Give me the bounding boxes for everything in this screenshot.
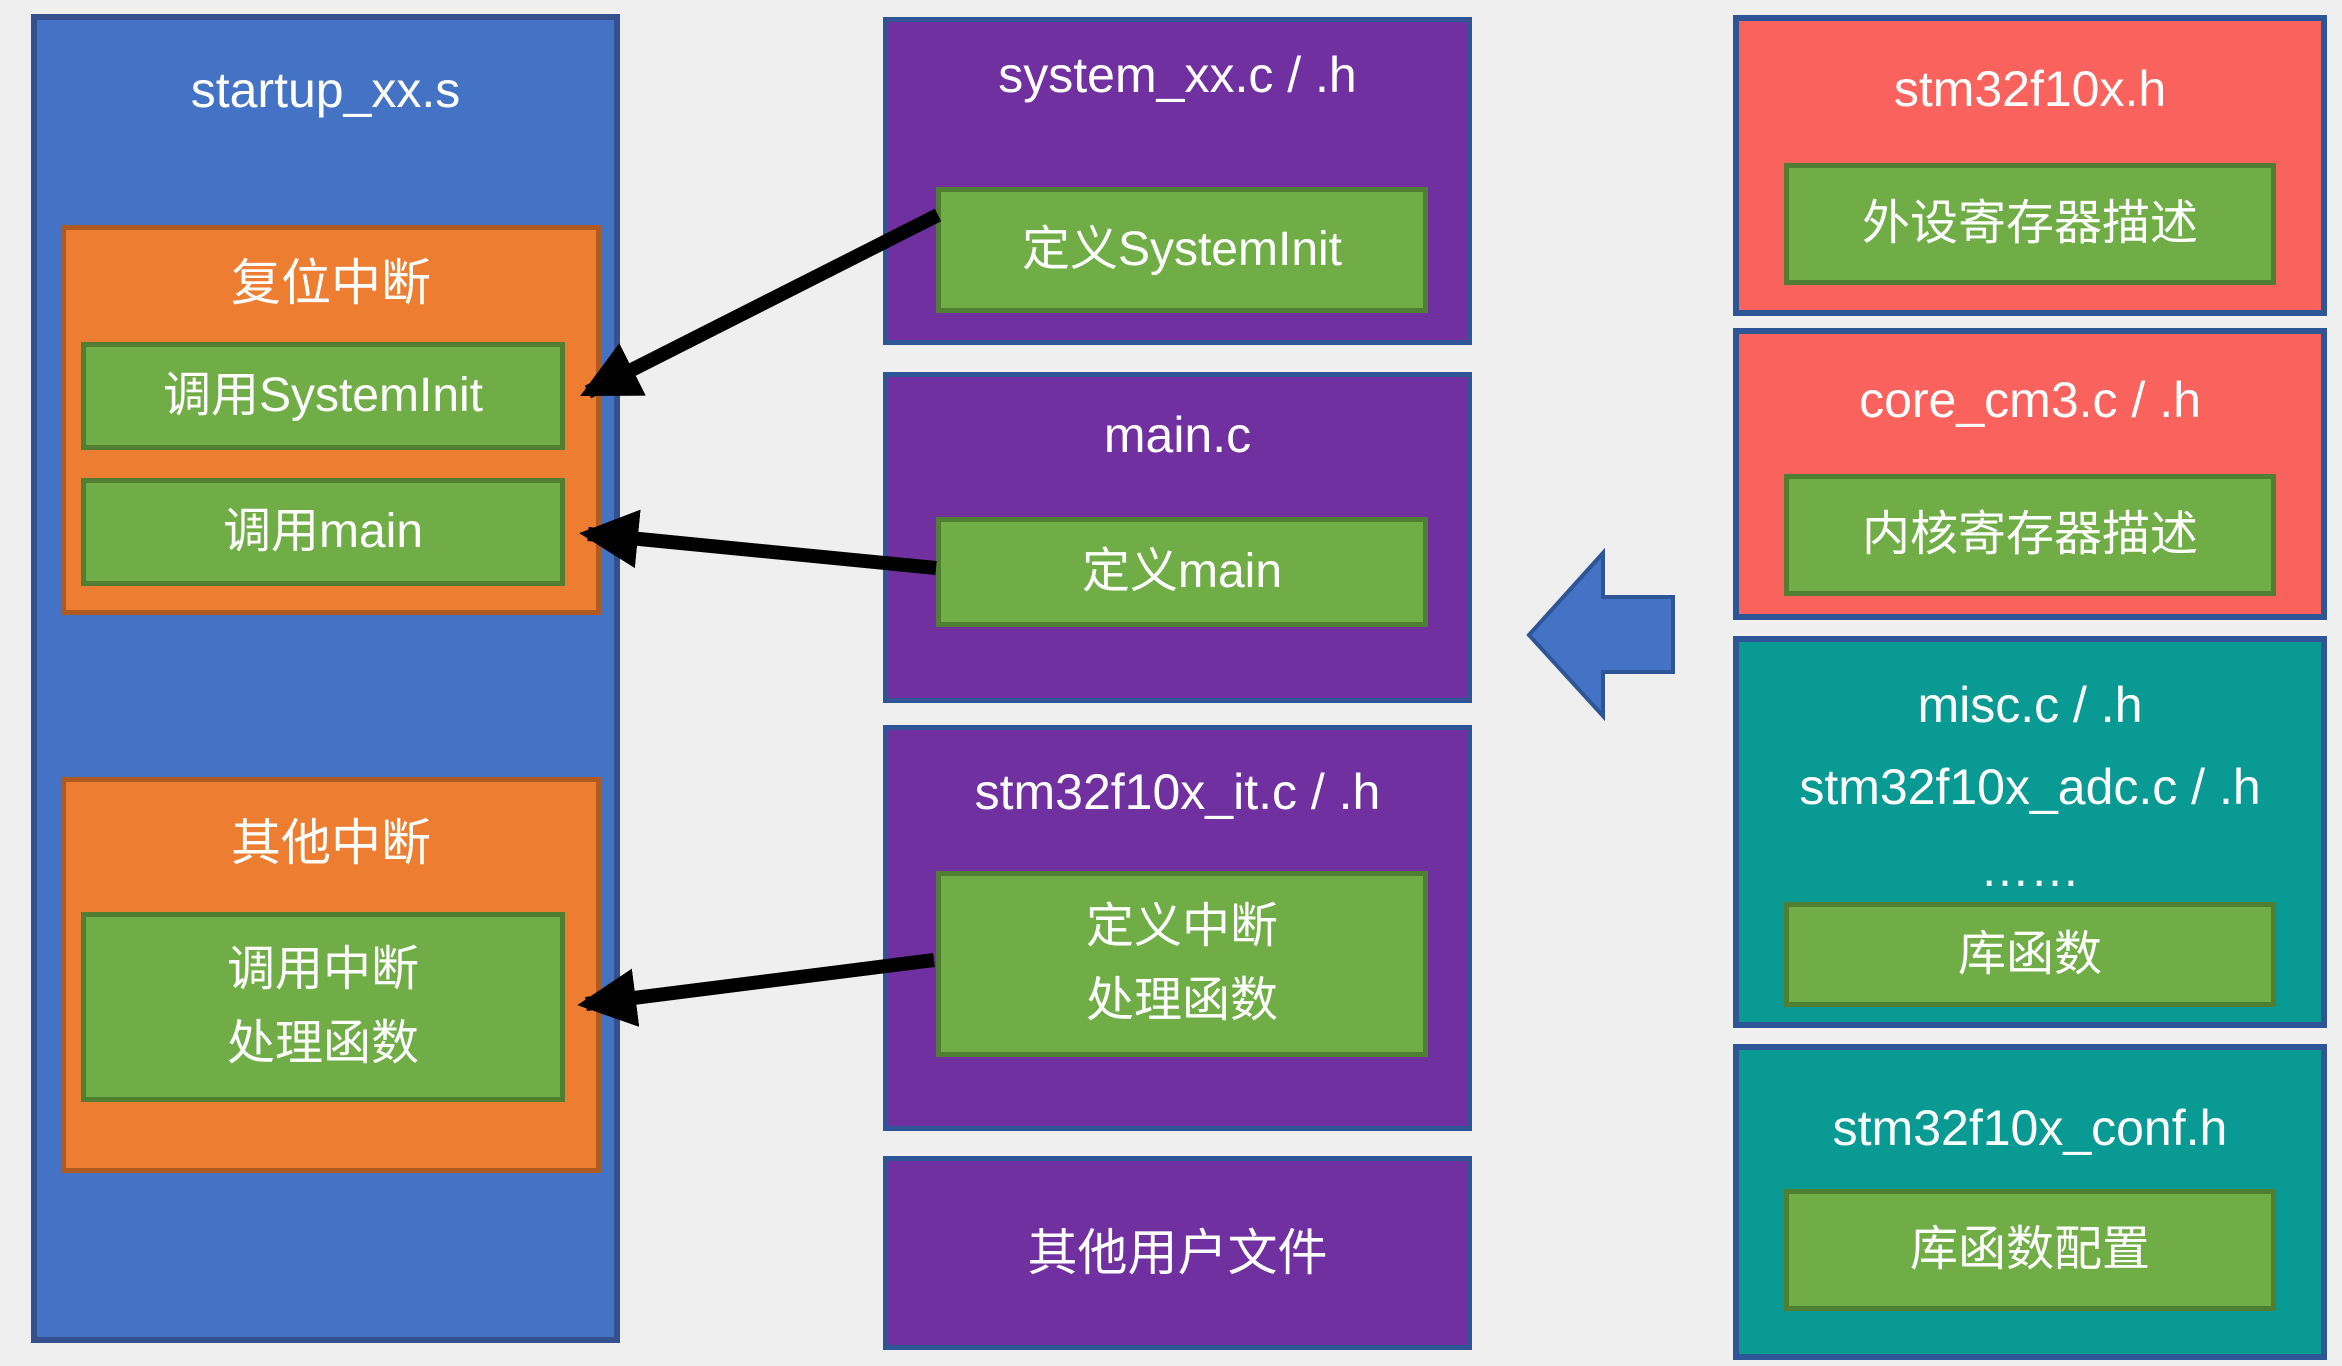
call-it-handler-line1: 调用中断	[226, 943, 419, 996]
library-files-title-line2: stm32f10x_adc.c / .h	[1799, 759, 2261, 815]
reset-interrupt-title: 复位中断	[231, 255, 431, 311]
define-main-item: 定义main	[936, 517, 1428, 627]
define-main-label: 定义main	[1081, 545, 1283, 598]
library-config-item: 库函数配置	[1784, 1189, 2276, 1311]
other-user-files-title: 其他用户文件	[1027, 1225, 1328, 1281]
startup-file-box: startup_xx.s 复位中断 调用SystemInit 调用main 其他…	[31, 14, 620, 1343]
reset-interrupt-group: 复位中断 调用SystemInit 调用main	[61, 225, 601, 615]
conf-header-title: stm32f10x_conf.h	[1832, 1100, 2228, 1156]
stm32f10x-header-title: stm32f10x.h	[1893, 61, 2167, 117]
conf-header-box: stm32f10x_conf.h 库函数配置	[1733, 1044, 2327, 1360]
library-files-title-line1: misc.c / .h	[1917, 677, 2143, 733]
call-systeminit-item: 调用SystemInit	[81, 342, 565, 450]
call-systeminit-label: 调用SystemInit	[162, 369, 484, 422]
core-cm3-box: core_cm3.c / .h 内核寄存器描述	[1733, 328, 2327, 620]
define-it-handler-line2: 处理函数	[1085, 974, 1278, 1027]
other-interrupt-group: 其他中断 调用中断 处理函数	[61, 777, 601, 1173]
it-file-box: stm32f10x_it.c / .h 定义中断 处理函数	[883, 725, 1472, 1131]
system-file-title: system_xx.c / .h	[998, 47, 1357, 103]
core-register-item: 内核寄存器描述	[1784, 474, 2276, 596]
define-systeminit-item: 定义SystemInit	[936, 187, 1428, 313]
define-it-handler-item: 定义中断 处理函数	[936, 871, 1428, 1057]
library-files-title: misc.c / .h stm32f10x_adc.c / .h ……	[1739, 664, 2321, 910]
peripheral-register-item: 外设寄存器描述	[1784, 163, 2276, 285]
library-files-title-line3: ……	[1980, 841, 2080, 897]
big-left-block-arrow-icon	[1526, 547, 1675, 722]
core-cm3-title: core_cm3.c / .h	[1859, 372, 2201, 428]
stm32f10x-header-box: stm32f10x.h 外设寄存器描述	[1733, 15, 2327, 316]
library-files-box: misc.c / .h stm32f10x_adc.c / .h …… 库函数	[1733, 636, 2327, 1028]
other-user-files-box: 其他用户文件	[883, 1156, 1472, 1350]
call-main-label: 调用main	[222, 505, 424, 558]
call-it-handler-line2: 处理函数	[226, 1017, 419, 1070]
core-register-label: 内核寄存器描述	[1861, 508, 2198, 561]
other-interrupt-title: 其他中断	[231, 815, 431, 871]
it-file-title: stm32f10x_it.c / .h	[974, 764, 1381, 820]
call-it-handler-item: 调用中断 处理函数	[81, 912, 565, 1102]
library-config-label: 库函数配置	[1909, 1223, 2150, 1276]
arrow-it-handler-call-icon	[577, 953, 935, 1027]
call-main-item: 调用main	[81, 478, 565, 586]
startup-file-title: startup_xx.s	[190, 62, 461, 118]
system-file-box: system_xx.c / .h 定义SystemInit	[883, 17, 1472, 345]
main-file-title: main.c	[1103, 407, 1252, 463]
main-file-box: main.c 定义main	[883, 372, 1472, 703]
define-it-handler-line1: 定义中断	[1085, 900, 1278, 953]
library-functions-item: 库函数	[1784, 902, 2276, 1007]
peripheral-register-label: 外设寄存器描述	[1861, 197, 2198, 250]
define-systeminit-label: 定义SystemInit	[1021, 223, 1343, 276]
library-functions-label: 库函数	[1957, 927, 2102, 981]
